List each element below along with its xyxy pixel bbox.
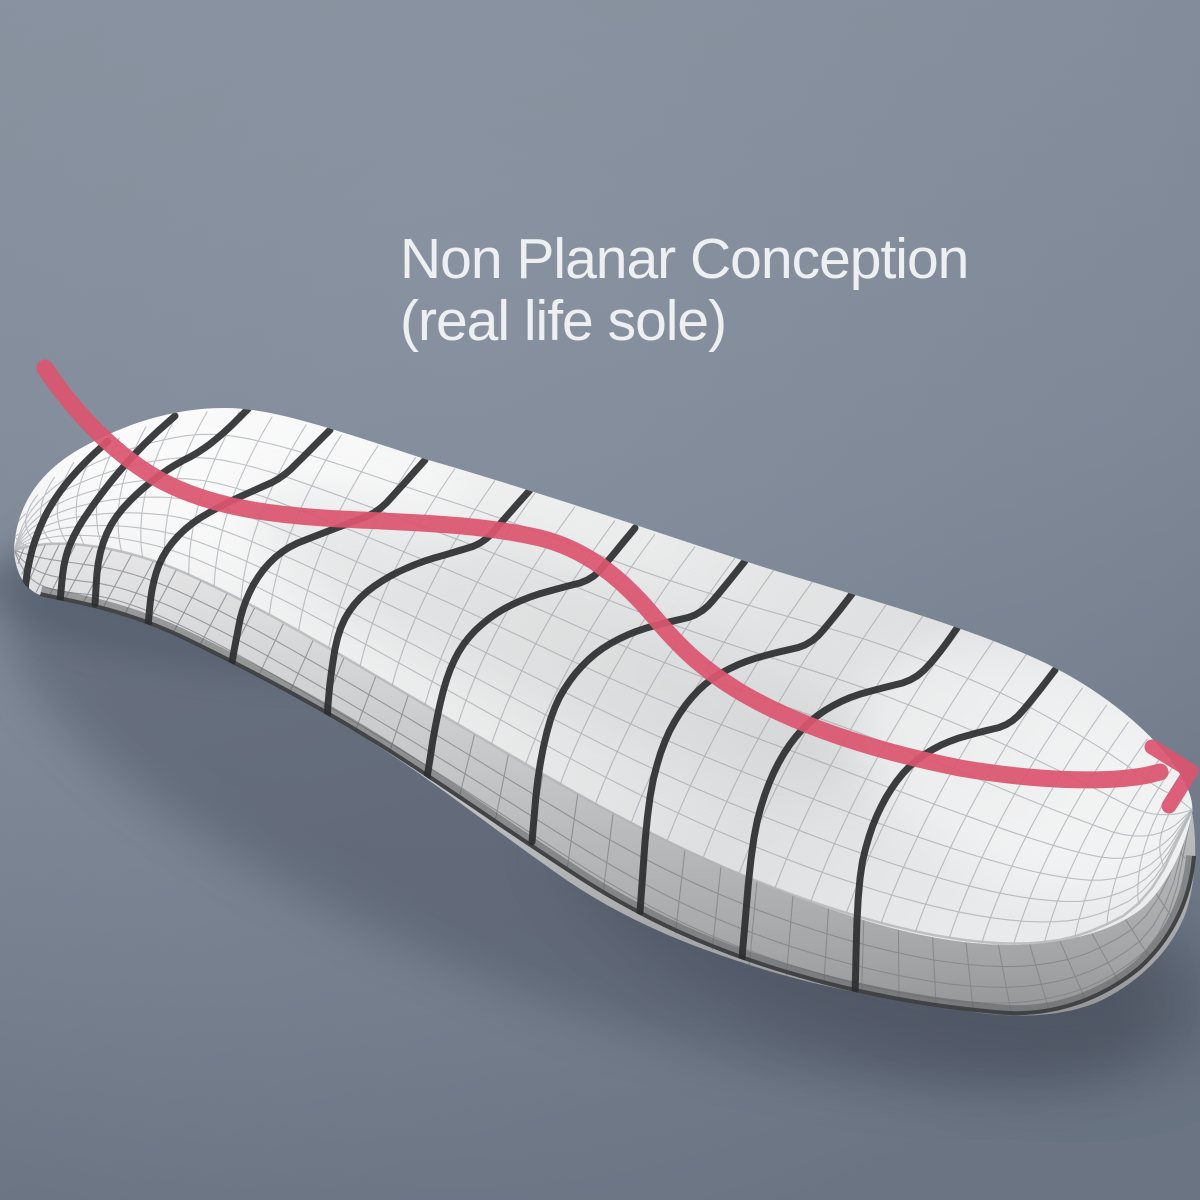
flow-arrow xyxy=(36,359,1199,814)
top-wall-crease xyxy=(13,542,1194,945)
flow-arrow-shaft xyxy=(36,359,1169,789)
caption-line-2: (real life sole) xyxy=(400,289,727,354)
caption: Non Planar Conception (real life sole) xyxy=(400,227,969,354)
flow-arrow-head xyxy=(1144,739,1199,814)
caption-line-1: Non Planar Conception xyxy=(400,227,969,291)
